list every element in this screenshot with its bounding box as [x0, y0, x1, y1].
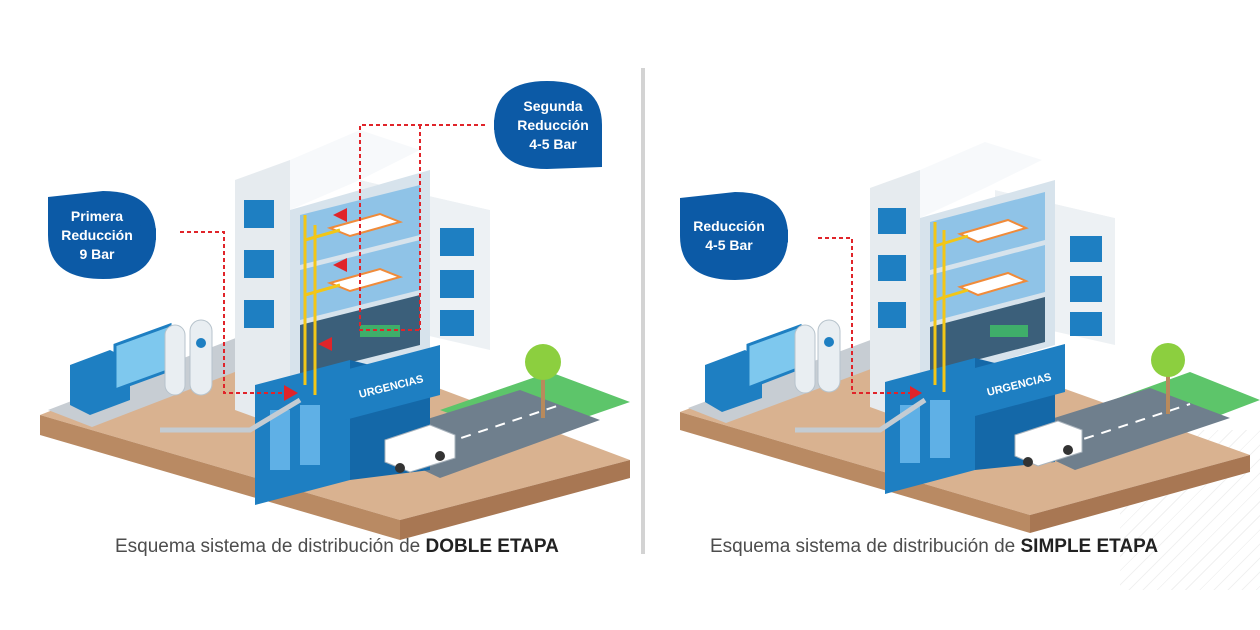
bubble-primary-line2: Reducción [61, 226, 133, 243]
bubble-secondary-line3: 4-5 Bar [529, 135, 577, 152]
bubble-secondary-line1: Segunda [523, 97, 583, 114]
caption-bold: SIMPLE ETAPA [1020, 536, 1159, 557]
panel-doble-etapa: URGENCIAS [38, 77, 630, 558]
ambulance [1014, 420, 1083, 467]
bubble-single-line1: Reducción [693, 218, 765, 234]
connector-lines [818, 237, 910, 394]
bubble-secondary-line2: Reducción [517, 116, 589, 133]
emergency-entrance: URGENCIAS [345, 345, 440, 420]
supply-line [795, 397, 927, 433]
bubble-shape [48, 191, 156, 279]
caption-prefix: Esquema sistema de distribución de [115, 536, 426, 557]
ambulance [384, 424, 456, 473]
gas-supply-station [705, 319, 841, 412]
gas-pipes [303, 215, 341, 395]
simple-etapa-illustration: URGENCIAS [680, 142, 1260, 533]
building-tower [870, 142, 1055, 425]
caption-simple-etapa: Esquema sistema de distribución de SIMPL… [710, 536, 1158, 558]
gas-supply-station [70, 319, 213, 415]
pressure-arrows [910, 386, 922, 400]
pressure-arrows [284, 208, 347, 401]
building-tower [235, 130, 430, 430]
palm-tree [525, 344, 561, 418]
bubble-shape [494, 81, 602, 169]
gas-pipes [933, 222, 969, 392]
bubble-single-line2: 4-5 Bar [705, 237, 753, 253]
bubble-primary-line1: Primera [70, 207, 124, 224]
bubble-primary-line3: 9 Bar [79, 245, 115, 262]
panel-divider [641, 68, 645, 554]
bubble-shape [680, 192, 788, 280]
doble-etapa-illustration: URGENCIAS [40, 124, 630, 540]
bubble-segunda-reduccion: Segunda Reducción 4-5 Bar [494, 77, 612, 173]
caption-bold: DOBLE ETAPA [425, 536, 559, 557]
emergency-entrance: URGENCIAS [975, 344, 1065, 416]
supply-line [160, 397, 302, 433]
bubble-reduccion: Reducción 4-5 Bar [670, 188, 788, 284]
panel-simple-etapa: URGENCIAS [630, 0, 1260, 630]
caption-doble-etapa: Esquema sistema de distribución de DOBLE… [115, 536, 559, 558]
bubble-primera-reduccion: Primera Reducción 9 Bar [38, 187, 156, 283]
caption-prefix: Esquema sistema de distribución de [710, 536, 1021, 557]
palm-tree [1151, 343, 1185, 414]
connector-lines [180, 124, 485, 394]
